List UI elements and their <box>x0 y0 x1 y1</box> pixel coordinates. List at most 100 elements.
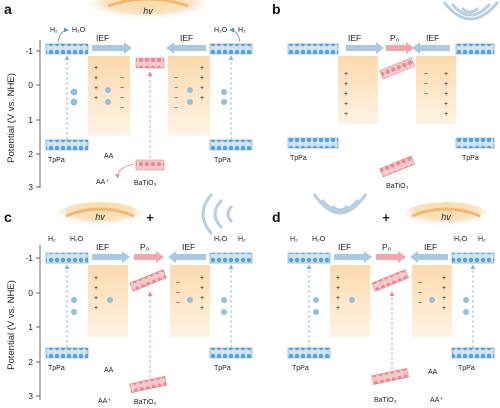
h2o-label: H₂O <box>454 236 468 243</box>
batio3-vb <box>379 155 416 178</box>
panel-label: b <box>272 1 281 17</box>
batio3-vb <box>135 159 165 171</box>
tppa-lumo-band <box>287 43 339 55</box>
tppa-homo-band <box>455 137 495 149</box>
light-glow <box>56 202 144 230</box>
tppa-lumo-band <box>451 252 495 264</box>
svg-text:+: + <box>344 111 348 118</box>
svg-text:+: + <box>442 305 446 312</box>
tppa-homo-band <box>287 347 331 359</box>
tick-label: -1 <box>25 253 33 263</box>
tick-label: 0 <box>28 80 33 90</box>
tppa-label: TpPa <box>462 155 479 162</box>
aa-label: AA <box>104 367 114 374</box>
h2-label: H₂ <box>290 236 298 243</box>
svg-text:+: + <box>94 85 98 92</box>
svg-text:−: − <box>176 290 180 297</box>
svg-text:−: − <box>418 280 422 287</box>
depletion-region <box>88 56 130 136</box>
ief-label: IEF <box>96 242 109 252</box>
ief-label: IEF <box>426 33 439 43</box>
svg-text:−: − <box>424 91 428 98</box>
svg-text:−: − <box>418 300 422 307</box>
svg-text:+: + <box>336 295 340 302</box>
sun-icon <box>65 207 135 218</box>
tick-label: 0 <box>28 288 33 298</box>
svg-text:+: + <box>444 111 448 118</box>
h2o-label: H₂O <box>214 27 228 34</box>
h2-label: H₂ <box>478 236 486 243</box>
tppa-label: TpPa <box>292 365 309 372</box>
aa-label: AA <box>428 369 438 376</box>
plus-sign: + <box>382 210 390 225</box>
batio3-cb <box>129 269 167 292</box>
svg-text:+: + <box>200 85 204 92</box>
tppa-label: TpPa <box>214 157 231 164</box>
tick-label: 2 <box>28 357 33 367</box>
light-label: hv <box>441 212 451 222</box>
tick-label: -1 <box>25 46 33 56</box>
p0-arrow <box>376 254 398 260</box>
svg-text:+: + <box>344 71 348 78</box>
y-axis-top: -1 0 1 2 3 Potential (V vs. NHE) <box>6 40 41 192</box>
svg-text:+: + <box>200 305 204 312</box>
ief-label: IEF <box>96 33 109 43</box>
panel-label: c <box>4 209 12 225</box>
tppa-homo-band <box>45 139 89 151</box>
ultrasound-icon <box>201 192 234 236</box>
svg-text:+: + <box>442 285 446 292</box>
tick-label: 2 <box>28 149 33 159</box>
ief-arrow <box>334 254 364 260</box>
tppa-homo-band <box>209 139 253 151</box>
ief-label: IEF <box>180 33 193 43</box>
svg-text:−: − <box>174 75 178 82</box>
svg-text:+: + <box>442 295 446 302</box>
h2-label: H₂ <box>50 27 58 34</box>
svg-text:+: + <box>336 305 340 312</box>
light-glow <box>402 202 490 230</box>
svg-text:+: + <box>200 275 204 282</box>
y-axis-bottom: -1 0 1 2 3 Potential (V vs. NHE) <box>6 245 41 401</box>
sun-icon <box>107 0 189 8</box>
svg-text:−: − <box>176 280 180 287</box>
depletion-region <box>338 56 378 124</box>
depletion-region <box>168 56 210 136</box>
ief-arrow <box>92 45 124 51</box>
tppa-label: TpPa <box>48 365 65 372</box>
ief-arrow <box>176 254 206 260</box>
p0-arrow <box>386 45 406 51</box>
batio3-vb <box>371 367 410 385</box>
h2-label: H₂ <box>238 236 246 243</box>
panel-label: a <box>4 1 12 17</box>
svg-text:+: + <box>336 285 340 292</box>
tppa-label: TpPa <box>214 365 231 372</box>
h2o-label: H₂O <box>312 236 326 243</box>
tppa-lumo-band <box>455 43 495 55</box>
panel-a: a hv TpPa H₂ H₂O ++++ −−−− IEF BaTiO₃ AA… <box>4 0 253 187</box>
tppa-label: TpPa <box>48 157 65 164</box>
svg-text:−: − <box>174 105 178 112</box>
light-glow <box>88 0 208 24</box>
tick-label: 3 <box>28 391 33 401</box>
svg-text:−: − <box>418 290 422 297</box>
svg-text:−: − <box>174 85 178 92</box>
svg-text:+: + <box>336 275 340 282</box>
aa-plus-label: AA⁺ <box>98 398 111 405</box>
panel-label: d <box>272 209 281 225</box>
panel-c: c hv + TpPa H₂ H₂O ++++ IEF P₀ BaTiO₃ AA… <box>4 192 253 406</box>
h2o-label: H₂O <box>214 236 228 243</box>
y-axis-label: Potential (V vs. NHE) <box>6 280 17 370</box>
svg-text:−: − <box>120 85 124 92</box>
batio3-cb <box>371 269 409 292</box>
ultrasound-icon <box>442 1 500 21</box>
svg-text:+: + <box>94 95 98 102</box>
aa-plus-label: AA⁺ <box>96 179 109 186</box>
tppa-lumo-band <box>209 252 253 264</box>
tppa-lumo-band <box>45 252 89 264</box>
tppa-homo-band <box>209 347 253 359</box>
tppa-homo-band <box>45 347 89 359</box>
tppa-homo-band <box>451 347 495 359</box>
svg-text:+: + <box>200 65 204 72</box>
p0-label: P₀ <box>140 242 150 252</box>
